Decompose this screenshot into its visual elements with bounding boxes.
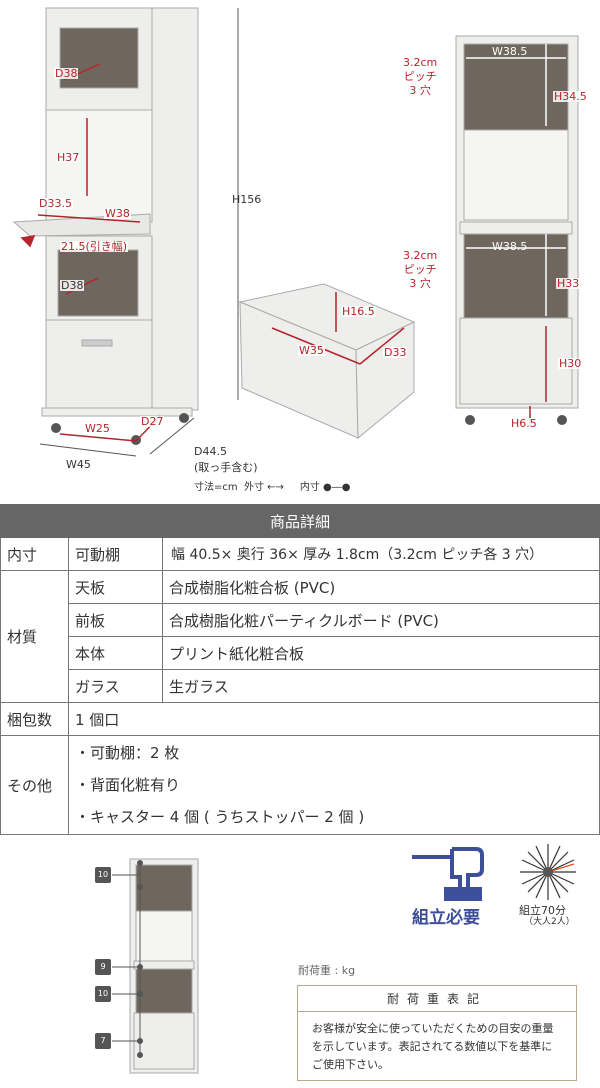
table-row: 梱包数 1 個口 [0,702,600,736]
dim-label: H156 [232,193,262,206]
row-group: 材質 [0,570,69,703]
table-row: 本体 プリント紙化粧合板 [1,636,600,670]
row-value: 合成樹脂化粧パーティクルボード (PVC) [162,603,600,637]
assembly-required: 組立必要 [412,908,480,928]
assembly-time: 組立70分 [519,904,566,917]
table-row: その他 ・可動棚：2 枚 ・背面化粧有り ・キャスター 4 個 ( うちストッパ… [0,735,600,835]
dim-label: W45 [66,458,91,471]
dim-label: D27 [140,415,165,428]
dim-label: D38 [54,67,79,80]
dim-label: D44.5 [194,445,227,458]
load-notice-box: 耐荷重表記 お客様が安全に使っていただくための目安の重量を示しています。表記され… [297,985,577,1081]
dim-label: W38 [104,207,131,220]
row-value: 幅 40.5× 奥行 36× 厚み 1.8cm（3.2cm ピッチ各 3 穴） [162,537,600,571]
row-key: 前板 [68,603,163,637]
table-title: 商品詳細 [0,504,600,538]
weight-badge: 9 [95,959,111,975]
dim-label: H16.5 [341,305,376,318]
row-group: 内寸 [0,537,69,571]
row-group: 梱包数 [0,702,69,736]
dim-label: H30 [558,357,583,370]
dim-label: H6.5 [510,417,538,430]
row-value: 生ガラス [162,669,600,703]
row-value: 合成樹脂化粧合板 (PVC) [162,570,600,604]
dim-label: D33.5 [38,197,73,210]
row-group: その他 [0,735,69,835]
dim-note: (取っ手含む) [194,461,258,474]
row-value-list: ・可動棚：2 枚 ・背面化粧有り ・キャスター 4 個 ( うちストッパー 2 … [68,735,600,835]
dim-label: H34.5 [553,90,588,103]
table-row: 材質 天板 合成樹脂化粧合板 (PVC) [0,570,600,703]
load-unit-label: 耐荷重 : kg [298,964,356,977]
list-item: ・キャスター 4 個 ( うちストッパー 2 個 ) [75,808,365,826]
drill-icon [412,847,484,901]
weight-badge: 7 [95,1033,111,1049]
product-details-table: 商品詳細 内寸 可動棚 幅 40.5× 奥行 36× 厚み 1.8cm（3.2c… [0,504,600,835]
cabinet-front-illustration [455,35,579,426]
dim-label: D33 [383,346,408,359]
dim-label: H33 [556,277,581,290]
dimension-legend: 寸法=cm 外寸 ←→ 内寸 ●―● [194,482,351,493]
row-key: 本体 [68,636,163,670]
list-item: ・背面化粧有り [75,776,181,794]
drawer-illustration [238,283,416,440]
dim-label: 21.5(引き幅) [60,240,129,253]
cabinet-illustration [12,7,239,457]
row-key: 可動棚 [68,537,163,571]
dim-label: W25 [84,422,111,435]
dim-label: W35 [298,344,325,357]
weight-badge: 10 [95,986,111,1002]
table-row: 内寸 可動棚 幅 40.5× 奥行 36× 厚み 1.8cm（3.2cm ピッチ… [0,537,600,571]
table-row: 前板 合成樹脂化粧パーティクルボード (PVC) [1,603,600,637]
weight-badge: 10 [95,867,111,883]
list-item: ・可動棚：2 枚 [75,744,180,762]
assembly-people: （大人2人） [524,917,575,927]
table-row: ガラス 生ガラス [1,669,600,703]
load-notice-title: 耐荷重表記 [298,986,576,1012]
row-value: プリント紙化粧合板 [162,636,600,670]
dim-label: W38.5 [492,240,528,253]
dim-label: D38 [60,279,85,292]
load-notice-text: お客様が安全に使っていただくための目安の重量を示しています。表記されてる数値以下… [312,1022,554,1071]
dim-label: W38.5 [492,45,528,58]
row-value: 1 個口 [68,702,600,736]
dim-label: H37 [56,151,81,164]
row-key: 天板 [68,570,163,604]
row-key: ガラス [68,669,163,703]
clock-icon [520,844,576,900]
load-cabinet-illustration [112,858,199,1074]
